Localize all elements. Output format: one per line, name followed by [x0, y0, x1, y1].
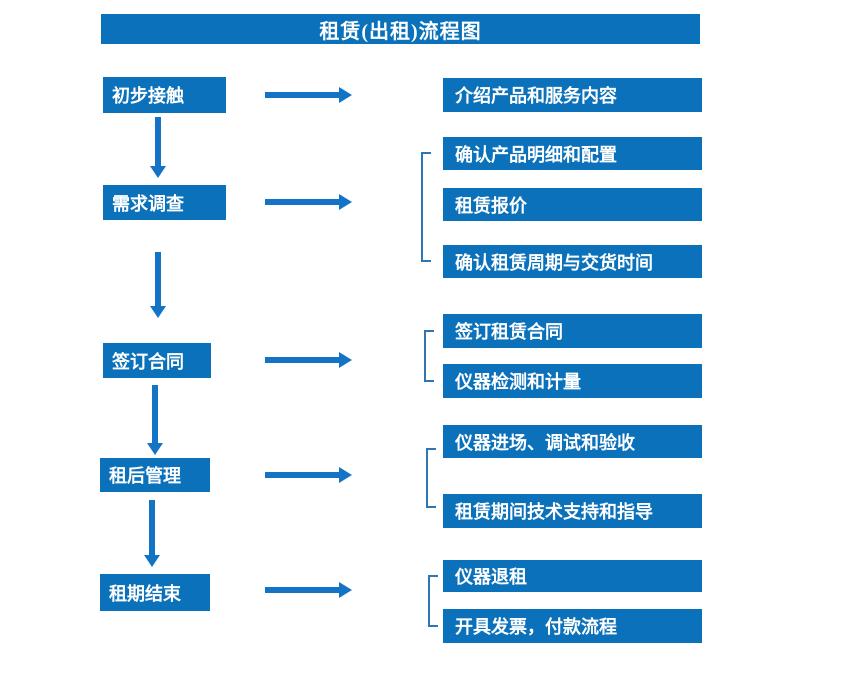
detail-label: 仪器退租 [455, 567, 527, 587]
detail-box: 确认租赁周期与交货时间 [443, 245, 702, 278]
arrow-head [339, 194, 352, 210]
group-bracket [426, 448, 436, 508]
arrow-shaft [149, 500, 155, 555]
detail-label: 确认产品明细和配置 [455, 144, 617, 165]
arrow-right-icon [265, 582, 353, 598]
arrow-head [150, 166, 166, 178]
detail-label: 确认租赁周期与交货时间 [455, 252, 653, 273]
detail-box: 介绍产品和服务内容 [443, 78, 702, 112]
arrow-head [339, 352, 352, 368]
stage-box-initial-contact: 初步接触 [103, 77, 226, 113]
stage-box-post-rental-management: 租后管理 [100, 458, 210, 492]
detail-box: 租赁报价 [443, 188, 702, 221]
arrow-shaft [265, 357, 339, 363]
detail-label: 租赁报价 [455, 195, 527, 216]
arrow-shaft [265, 199, 339, 205]
arrow-down-icon [150, 252, 166, 318]
detail-box: 仪器退租 [443, 560, 702, 592]
detail-label: 租赁期间技术支持和指导 [455, 502, 653, 522]
arrow-down-icon [150, 117, 166, 178]
arrow-down-icon [147, 385, 163, 455]
flowchart-title: 租赁(出租)流程图 [319, 20, 482, 43]
arrow-shaft [265, 587, 339, 593]
arrow-head [147, 443, 163, 455]
group-bracket [428, 575, 438, 627]
flowchart-title-bar: 租赁(出租)流程图 [101, 14, 700, 44]
group-bracket [421, 152, 431, 262]
arrow-head [339, 467, 352, 483]
detail-label: 介绍产品和服务内容 [455, 86, 617, 106]
detail-box: 确认产品明细和配置 [443, 137, 702, 170]
stage-box-sign-contract: 签订合同 [103, 343, 211, 378]
arrow-head [339, 582, 352, 598]
arrow-shaft [155, 252, 161, 306]
detail-label: 签订租赁合同 [455, 322, 563, 342]
detail-box: 仪器进场、调试和验收 [443, 425, 702, 458]
arrow-head [150, 306, 166, 318]
arrow-right-icon [265, 467, 353, 483]
arrow-shaft [265, 92, 339, 98]
arrow-right-icon [265, 352, 353, 368]
stage-label: 初步接触 [112, 86, 184, 106]
detail-label: 仪器检测和计量 [455, 372, 581, 392]
arrow-shaft [155, 117, 161, 166]
detail-box: 开具发票，付款流程 [443, 609, 702, 643]
arrow-shaft [265, 472, 339, 478]
detail-box: 仪器检测和计量 [443, 364, 702, 398]
arrow-head [339, 87, 352, 103]
detail-label: 开具发票，付款流程 [455, 617, 617, 637]
arrow-right-icon [265, 87, 353, 103]
stage-label: 需求调查 [112, 193, 184, 214]
arrow-shaft [152, 385, 158, 443]
arrow-down-icon [144, 500, 160, 567]
detail-box: 签订租赁合同 [443, 314, 702, 348]
detail-label: 仪器进场、调试和验收 [455, 432, 635, 453]
detail-box: 租赁期间技术支持和指导 [443, 494, 702, 528]
arrow-head [144, 555, 160, 567]
group-bracket [424, 330, 434, 382]
arrow-right-icon [265, 194, 353, 210]
stage-box-rental-end: 租期结束 [100, 574, 210, 611]
stage-label: 签订合同 [112, 351, 184, 372]
stage-label: 租期结束 [109, 583, 181, 604]
stage-box-demand-survey: 需求调查 [103, 185, 226, 220]
stage-label: 租后管理 [109, 466, 181, 486]
